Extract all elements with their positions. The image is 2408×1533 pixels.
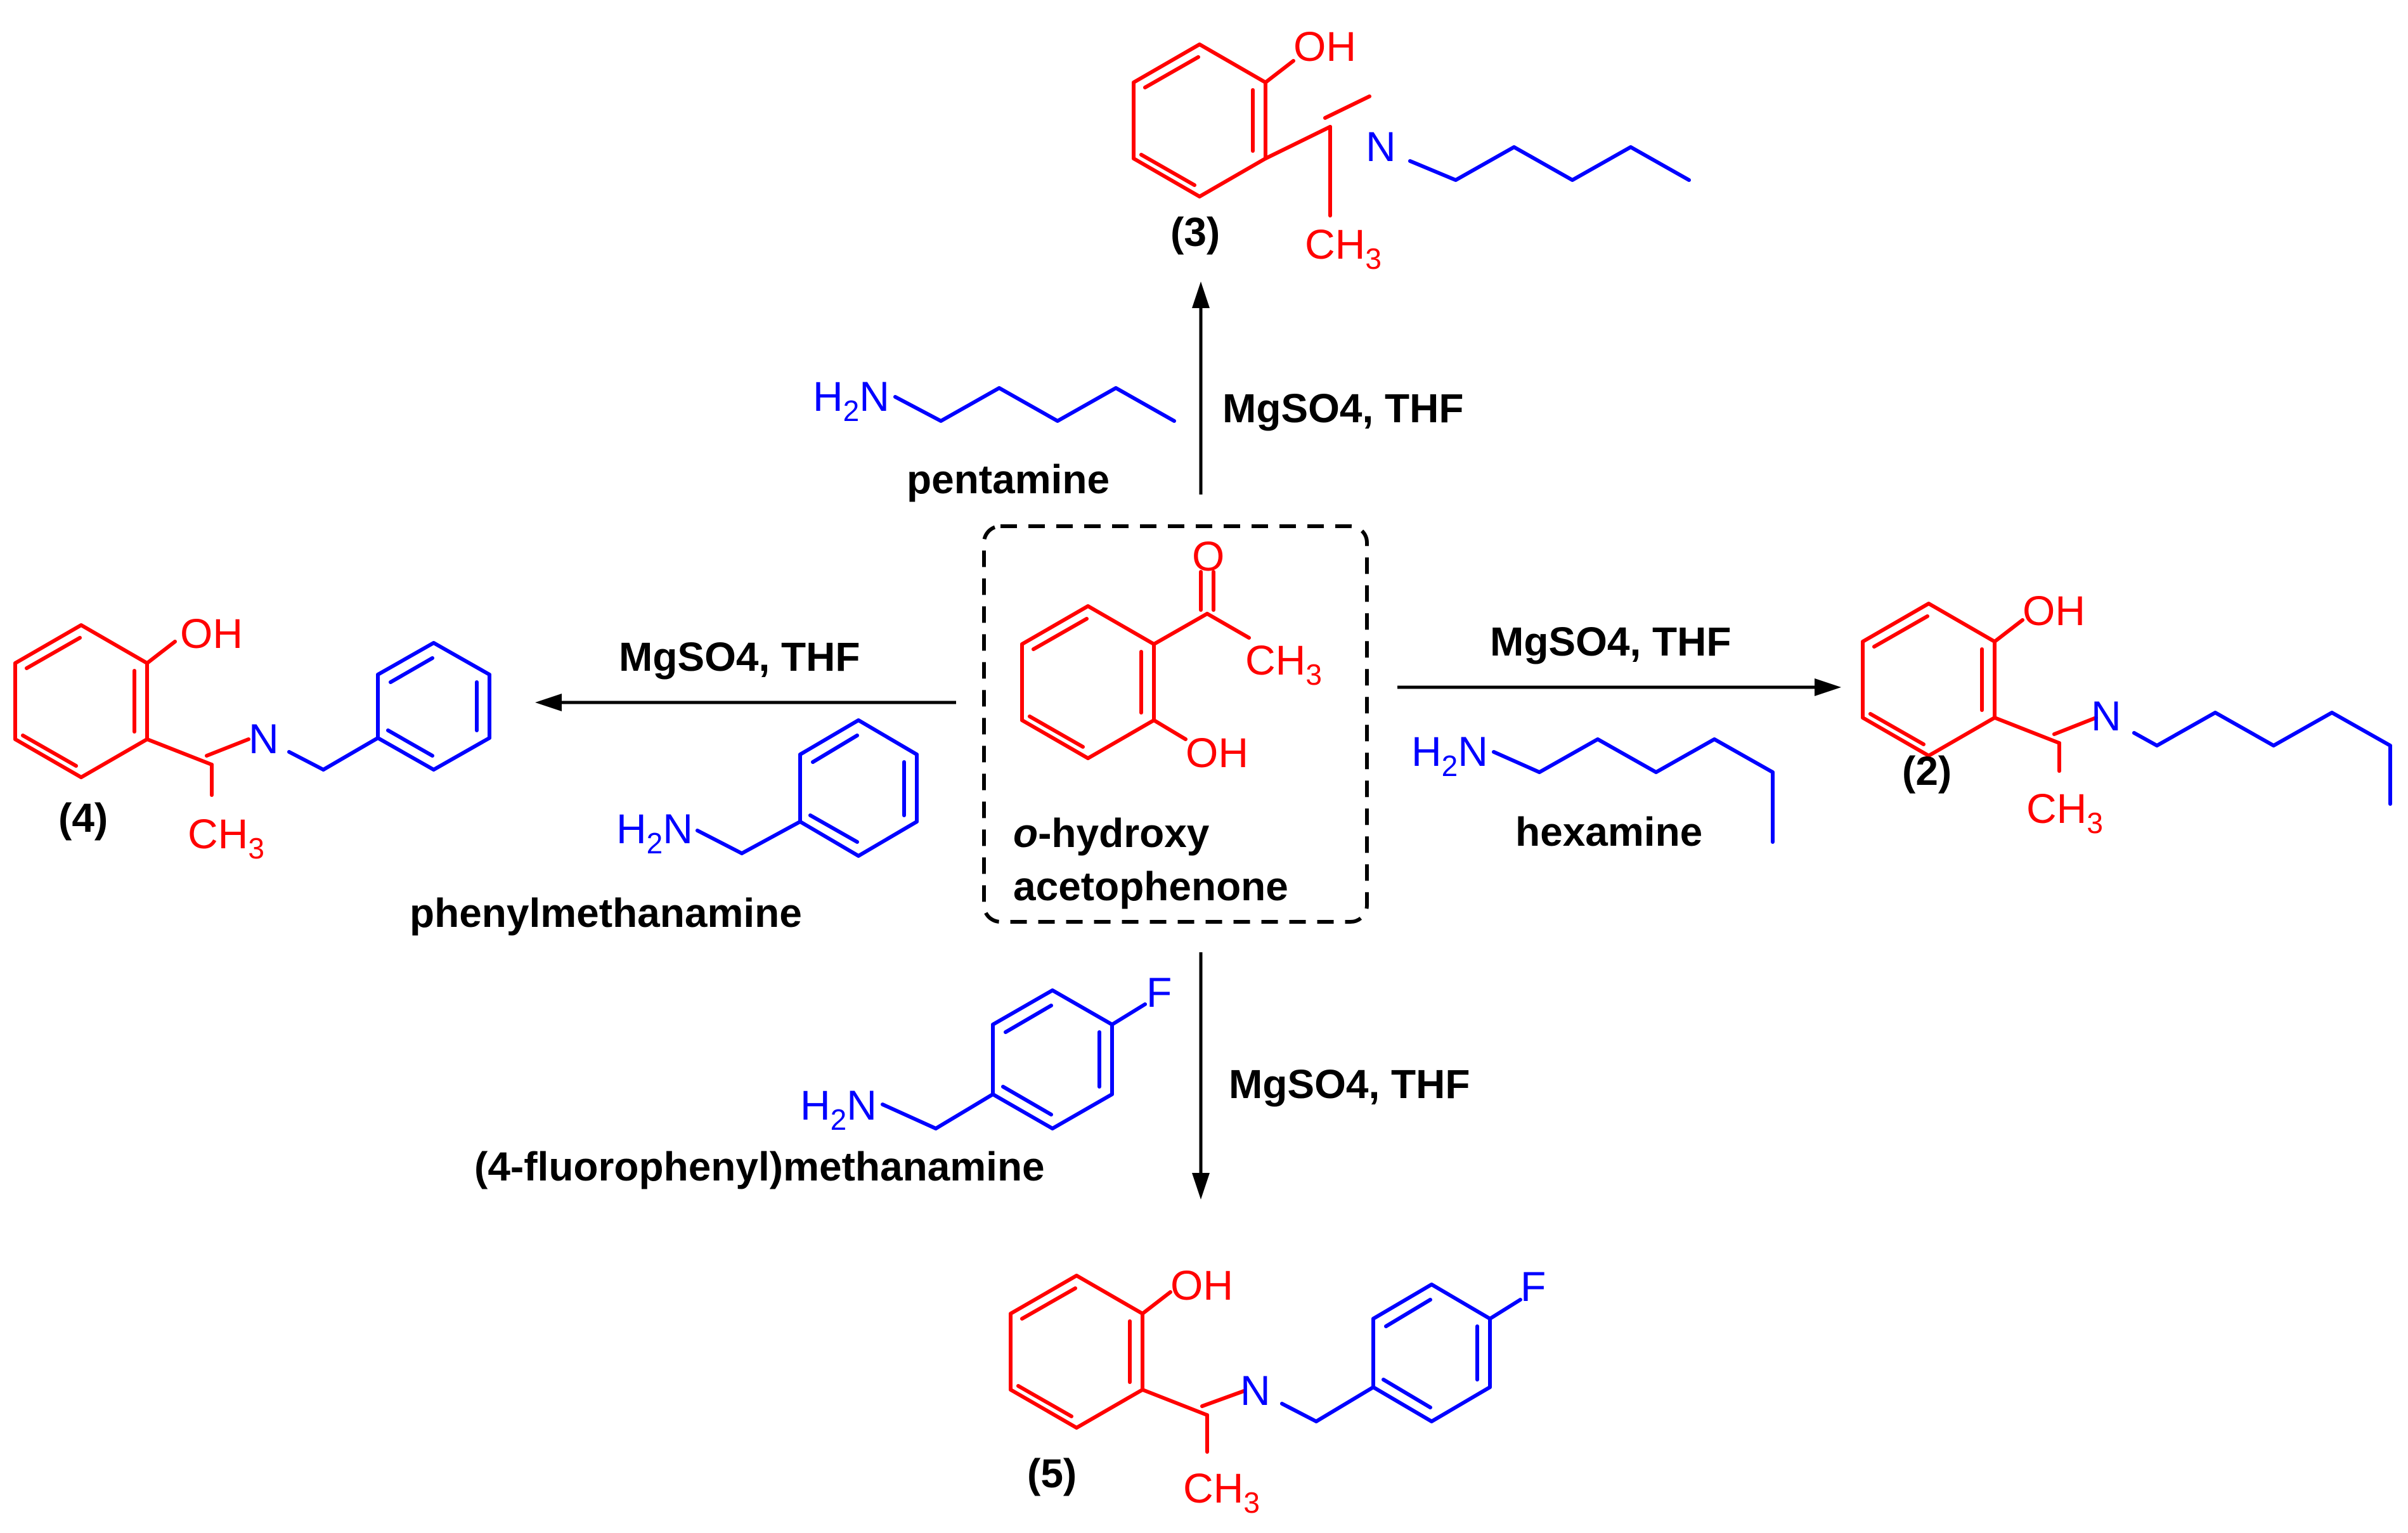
amine-name-bottom: (4-fluorophenyl)methanamine [474, 1144, 1045, 1189]
product-3-structure: OH N CH3 [1132, 23, 1691, 275]
reaction-right: MgSO4, THF H2N hexamine OH N CH3 (2) [1397, 587, 2392, 855]
reaction-left: MgSO4, THF H2N phenylmethanamine OH N [13, 610, 956, 936]
methyl-label: CH3 [1245, 637, 1322, 691]
methyl-label: CH3 [1183, 1465, 1260, 1519]
reaction-bottom: MgSO4, THF H2N F (4-fluorophenyl)methana… [474, 952, 1546, 1519]
product-2-structure: OH N CH3 [1861, 587, 2392, 839]
amine-nh2: H2N [813, 373, 890, 427]
imine-nitrogen: N [1366, 123, 1396, 170]
hydroxyl-label: OH [2023, 587, 2085, 634]
amine-name-top: pentamine [907, 456, 1110, 502]
product-label-5: (5) [1027, 1451, 1077, 1496]
amine-nh2: H2N [1411, 728, 1488, 782]
starting-material: O CH3 OH o-hydroxy acetophenone [982, 524, 1369, 924]
methyl-label: CH3 [1305, 221, 1382, 275]
arrowhead-left [535, 694, 562, 711]
methyl-label: CH3 [188, 810, 264, 865]
o-hydroxyacetophenone-structure: O CH3 OH [1020, 533, 1322, 776]
conditions-left: MgSO4, THF [619, 634, 860, 680]
product-label-3: (3) [1170, 209, 1220, 255]
hydroxyl-label: OH [1170, 1262, 1233, 1309]
arrowhead-down [1192, 1173, 1210, 1200]
product-4-structure: OH N CH3 [13, 610, 491, 865]
fluorophenylmethanamine-structure: H2N F [800, 969, 1172, 1136]
hydroxyl-label: OH [1293, 23, 1356, 70]
ketone-oxygen: O [1192, 533, 1224, 579]
product-5-structure: OH N F CH3 [1009, 1262, 1546, 1519]
conditions-top: MgSO4, THF [1222, 385, 1463, 431]
pentamine-structure: H2N [813, 373, 1176, 427]
fluorine-label: F [1146, 969, 1172, 1016]
conditions-right: MgSO4, THF [1490, 619, 1731, 664]
starting-material-name-line2: acetophenone [1013, 864, 1288, 909]
arrowhead-up [1192, 281, 1210, 308]
amine-nh2: H2N [616, 805, 693, 860]
phenylmethanamine-structure: H2N [616, 718, 919, 860]
methyl-label: CH3 [2026, 785, 2103, 839]
product-label-2: (2) [1902, 748, 1952, 794]
arrowhead-right [1815, 678, 1841, 696]
imine-nitrogen: N [249, 715, 279, 762]
hexamine-structure: H2N [1411, 728, 1775, 844]
hydroxyl-label: OH [180, 610, 243, 657]
amine-nh2: H2N [800, 1082, 877, 1136]
fluorine-label: F [1520, 1263, 1546, 1310]
dashed-box [982, 524, 1369, 924]
reaction-top: MgSO4, THF H2N pentamine OH N CH3 (3) [813, 23, 1691, 502]
product-label-4: (4) [58, 795, 108, 841]
hydroxyl-label: OH [1186, 729, 1248, 776]
imine-nitrogen: N [1240, 1367, 1271, 1414]
amine-name-right: hexamine [1515, 809, 1702, 855]
starting-material-name-line1: o-hydroxy [1013, 810, 1210, 856]
conditions-bottom: MgSO4, THF [1229, 1061, 1470, 1107]
imine-nitrogen: N [2091, 692, 2121, 739]
amine-name-left: phenylmethanamine [410, 890, 802, 936]
